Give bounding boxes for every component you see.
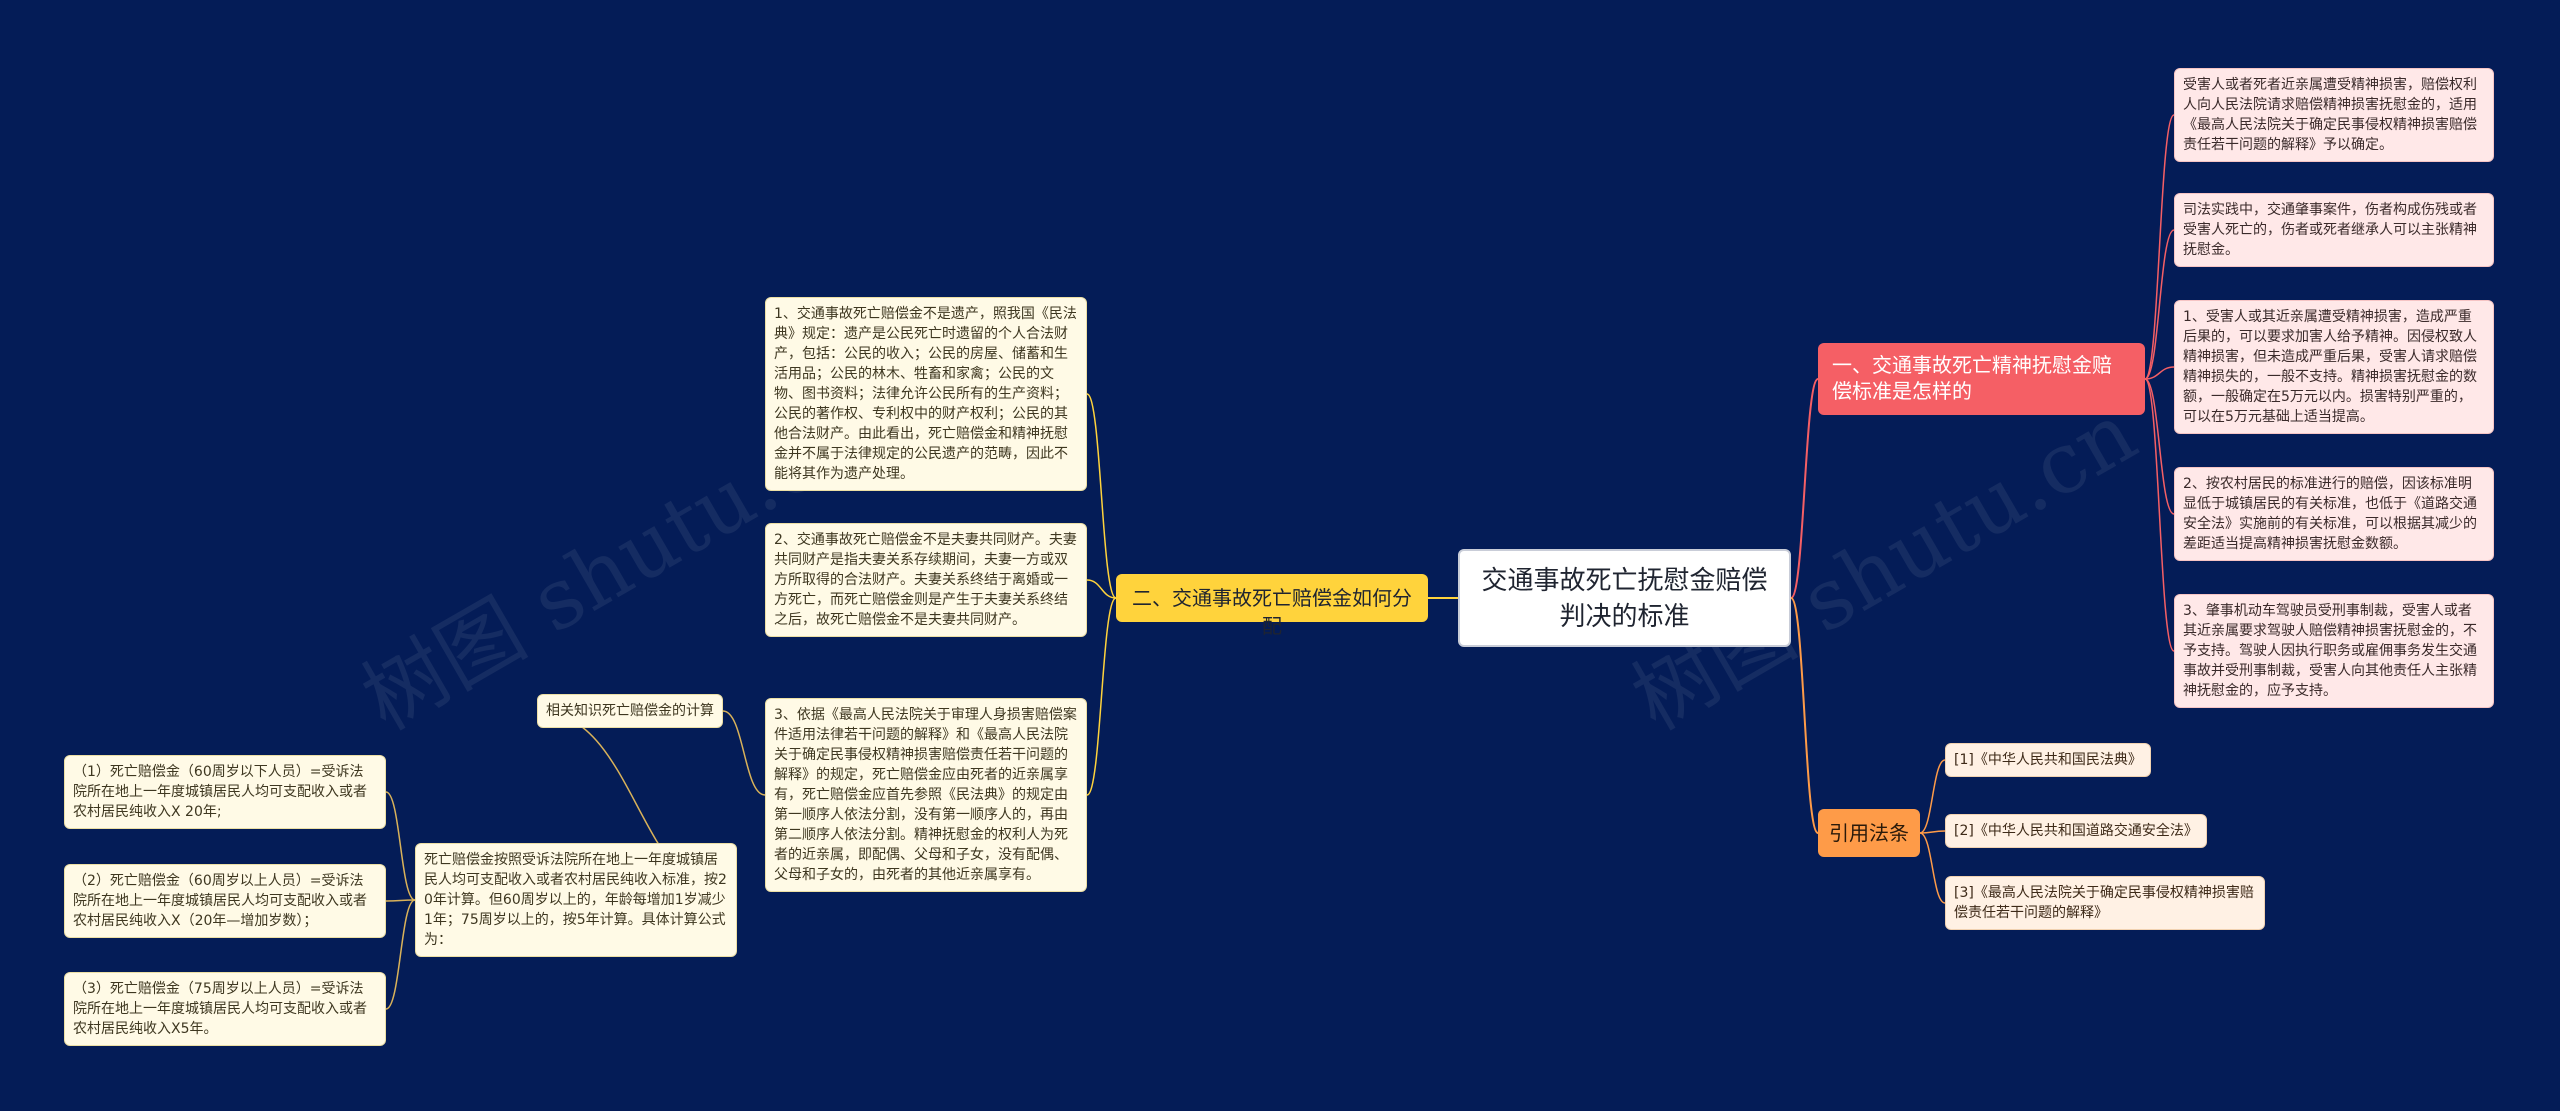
formula-over-60[interactable]: （2）死亡赔偿金（60周岁以上人员）=受诉法院所在地上一年度城镇居民人均可支配收… [64,864,386,938]
reference-item-3[interactable]: [3]《最高人民法院关于确定民事侵权精神损害赔偿责任若干问题的解释》 [1945,876,2265,930]
mental-damage-item-2[interactable]: 司法实践中，交通肇事案件，伤者构成伤残或者受害人死亡的，伤者或死者继承人可以主张… [2174,193,2494,267]
mental-damage-item-3[interactable]: 1、受害人或其近亲属遭受精神损害，造成严重后果的，可以要求加害人给予精神。因侵权… [2174,300,2494,434]
link-root-branch1 [1790,378,1819,599]
mental-damage-item-4[interactable]: 2、按农村居民的标准进行的赔偿，因该标准明显低于城镇居民的有关标准，也低于《道路… [2174,467,2494,561]
link-item3-related [722,710,766,796]
mental-damage-item-1[interactable]: 受害人或者死者近亲属遭受精神损害，赔偿权利人向人民法院请求赔偿精神损害抚慰金的，… [2174,68,2494,162]
distribution-item-1[interactable]: 1、交通事故死亡赔偿金不是遗产，照我国《民法典》规定：遗产是公民死亡时遗留的个人… [765,297,1087,491]
link-branch1-item-3 [2144,366,2175,380]
link-branch2-item-3 [1086,597,1117,796]
distribution-item-3[interactable]: 3、依据《最高人民法院关于审理人身损害赔偿案件适用法律若干问题的解释》和《最高人… [765,698,1087,892]
root-topic[interactable]: 交通事故死亡抚慰金赔偿判决的标准 [1458,549,1791,647]
link-intro-formula-1 [385,791,416,901]
branch-references[interactable]: 引用法条 [1818,809,1920,857]
link-branch2-item-2 [1086,579,1117,599]
reference-item-1[interactable]: [1]《中华人民共和国民法典》 [1945,743,2151,777]
related-knowledge-calculation[interactable]: 相关知识死亡赔偿金的计算 [537,694,723,728]
link-branch1-item-4 [2144,378,2175,515]
link-branch3-item-3 [1919,832,1946,904]
link-branch1-item-5 [2144,378,2175,652]
link-intro-formula-2 [385,899,416,902]
reference-item-2[interactable]: [2]《中华人民共和国道路交通安全法》 [1945,814,2207,848]
formula-under-60[interactable]: （1）死亡赔偿金（60周岁以下人员）=受诉法院所在地上一年度城镇居民人均可支配收… [64,755,386,829]
link-branch3-item-1 [1919,759,1946,834]
formula-over-75[interactable]: （3）死亡赔偿金（75周岁以上人员）=受诉法院所在地上一年度城镇居民人均可支配收… [64,972,386,1046]
link-intro-formula-3 [385,899,416,1010]
distribution-item-2[interactable]: 2、交通事故死亡赔偿金不是夫妻共同财产。夫妻共同财产是指夫妻关系存续期间，夫妻一… [765,523,1087,637]
link-root-branch3 [1790,597,1819,834]
branch-compensation-distribution[interactable]: 二、交通事故死亡赔偿金如何分配 [1116,574,1428,638]
link-branch3-item-2 [1919,830,1946,834]
link-branch1-item-2 [2144,229,2175,380]
calculation-formula-intro[interactable]: 死亡赔偿金按照受诉法院所在地上一年度城镇居民人均可支配收入或者农村居民纯收入标准… [415,843,737,957]
mental-damage-item-5[interactable]: 3、肇事机动车驾驶员受刑事制裁，受害人或者其近亲属要求驾驶人赔偿精神损害抚慰金的… [2174,594,2494,708]
link-branch1-item-1 [2144,114,2175,380]
branch-mental-damage-standard[interactable]: 一、交通事故死亡精神抚慰金赔偿标准是怎样的 [1818,343,2145,415]
link-branch2-item-1 [1086,393,1117,599]
